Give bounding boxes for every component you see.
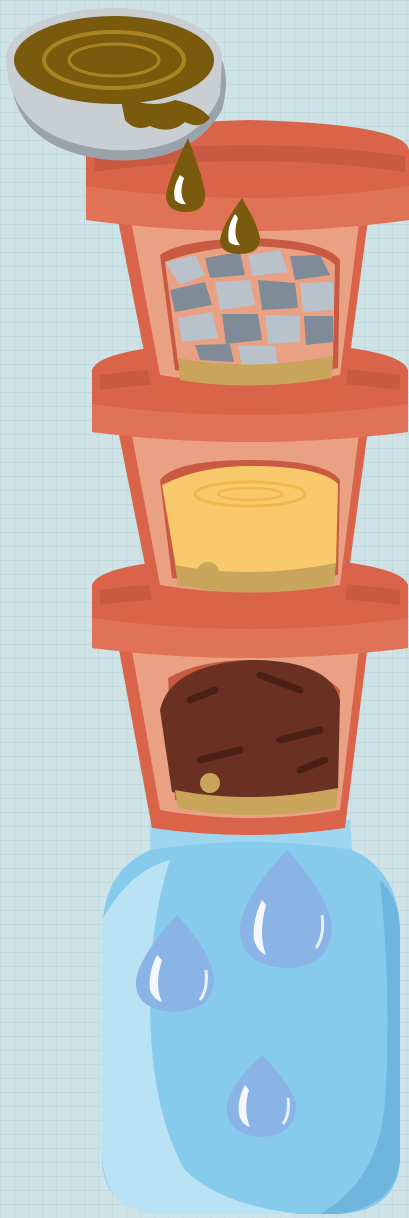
jar (102, 820, 400, 1214)
